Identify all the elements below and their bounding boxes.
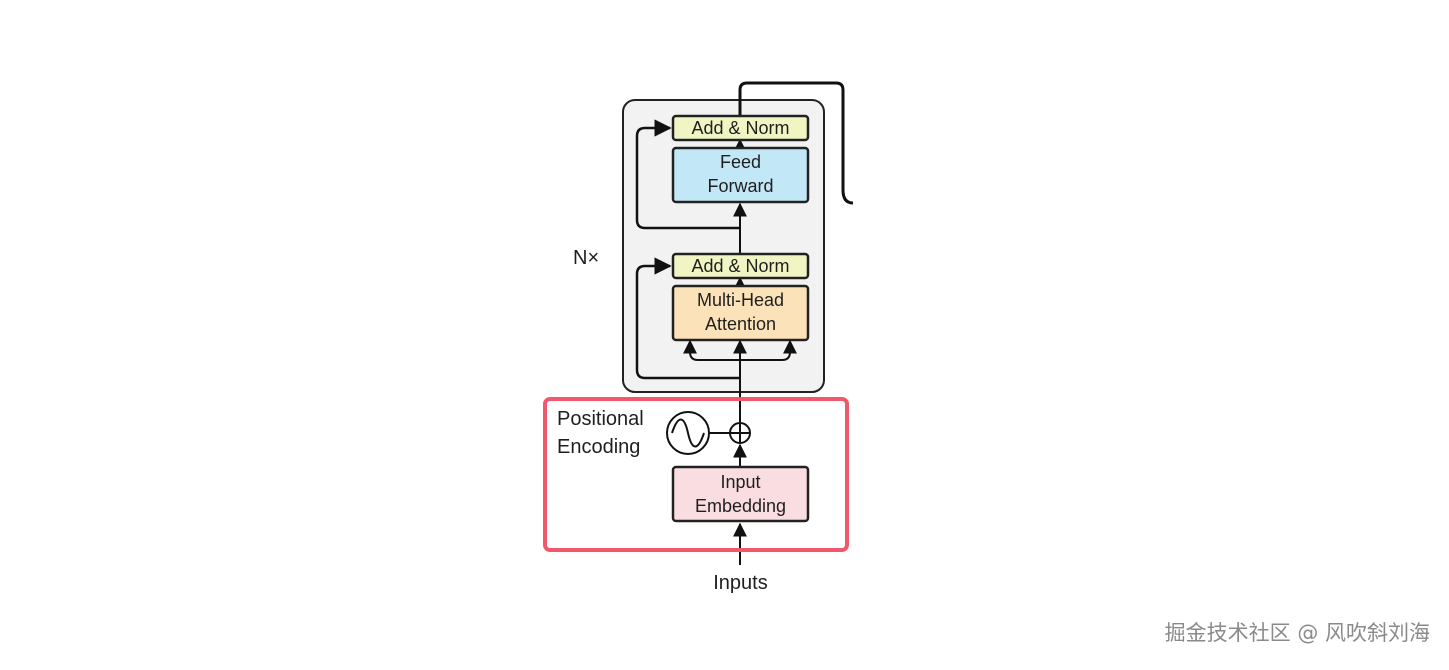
add-norm-block-bottom: Add & Norm bbox=[671, 252, 810, 280]
attention-side-inputs bbox=[689, 341, 791, 361]
attention-label-line2: Attention bbox=[705, 314, 776, 334]
watermark: 掘金技术社区 @ 风吹斜刘海 bbox=[1165, 621, 1430, 645]
input-embedding-block: Input Embedding bbox=[671, 465, 810, 523]
attention-label-line1: Multi-Head bbox=[697, 290, 784, 310]
highlight-box bbox=[543, 397, 849, 552]
feed-forward-label-line2: Forward bbox=[707, 176, 773, 196]
multi-head-attention-block: Multi-Head Attention bbox=[671, 284, 810, 342]
positional-encoding-label-line2: Encoding bbox=[557, 436, 640, 458]
residual-connection-attention bbox=[635, 257, 740, 380]
embedding-label-line2: Embedding bbox=[695, 496, 786, 516]
embedding-label-line1: Input bbox=[720, 472, 760, 492]
feed-forward-label-line1: Feed bbox=[720, 152, 761, 172]
positional-encoding-label-line1: Positional bbox=[557, 408, 644, 430]
add-norm-top-label: Add & Norm bbox=[691, 118, 789, 138]
sine-wave-icon bbox=[666, 411, 710, 455]
feed-forward-block: Feed Forward bbox=[671, 146, 810, 204]
output-connector bbox=[738, 81, 854, 205]
inputs-label: Inputs bbox=[713, 572, 767, 594]
addition-icon bbox=[729, 422, 751, 444]
add-norm-bottom-label: Add & Norm bbox=[691, 256, 789, 276]
encoder-stack bbox=[622, 99, 825, 393]
repeat-label: N× bbox=[573, 247, 599, 269]
add-norm-block-top: Add & Norm bbox=[671, 114, 810, 142]
residual-connection-ff bbox=[635, 119, 740, 230]
